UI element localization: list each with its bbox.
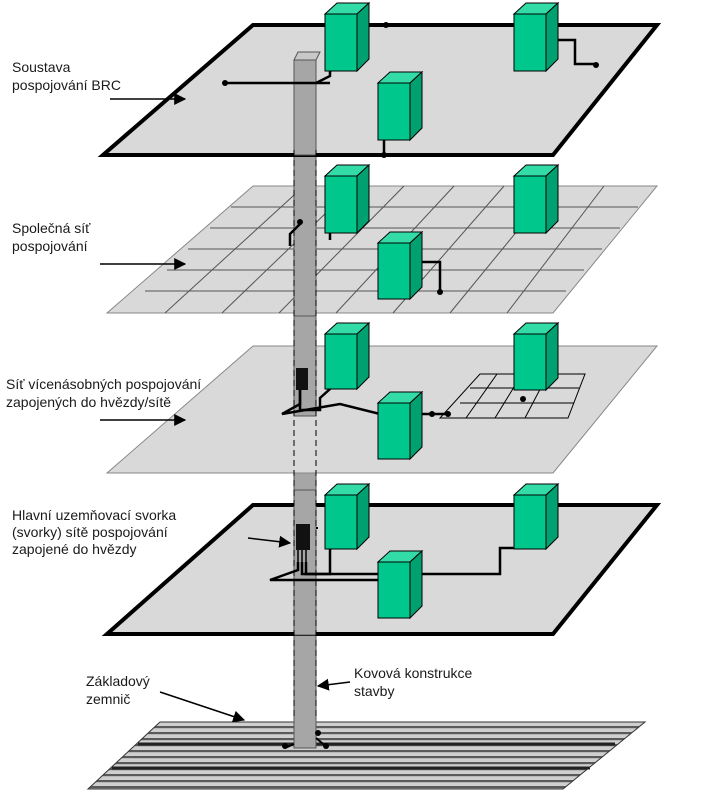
equipment-box — [512, 321, 560, 392]
label-multi-mesh: Síť vícenásobných pospojování zapojených… — [6, 376, 205, 410]
equipment-box — [376, 549, 424, 620]
equipment-box — [323, 163, 371, 235]
label-brc: Soustava pospojování BRC — [12, 59, 121, 93]
level-brc-plate — [97, 1, 662, 158]
foundation-earth-electrode — [86, 721, 647, 790]
label-foundation: Základový zemnič — [86, 673, 154, 707]
level-multi-mesh-plate — [105, 315, 659, 474]
foundation-plate — [86, 721, 647, 790]
label-arrows — [100, 93, 351, 723]
main-earthing-terminal — [296, 524, 310, 550]
equipment-box — [376, 70, 424, 142]
equipment-box — [376, 230, 424, 301]
equipment-box — [323, 1, 371, 73]
level-main-terminal-plate — [101, 482, 662, 636]
column-dashed-lines — [293, 150, 317, 720]
label-main-terminal: Hlavní uzemňovací svorka (svorky) sítě p… — [12, 507, 180, 557]
equipment-box — [512, 482, 560, 551]
equipment-box — [323, 482, 371, 551]
label-steel-structure: Kovová konstrukce stavby — [354, 665, 476, 699]
label-common-mesh: Společná síť pospojování — [12, 220, 94, 254]
level-common-mesh-plate — [105, 155, 659, 317]
equipment-box — [512, 163, 560, 235]
equipment-box — [512, 1, 560, 73]
equipment-box — [323, 321, 371, 391]
equipment-box — [376, 390, 424, 461]
